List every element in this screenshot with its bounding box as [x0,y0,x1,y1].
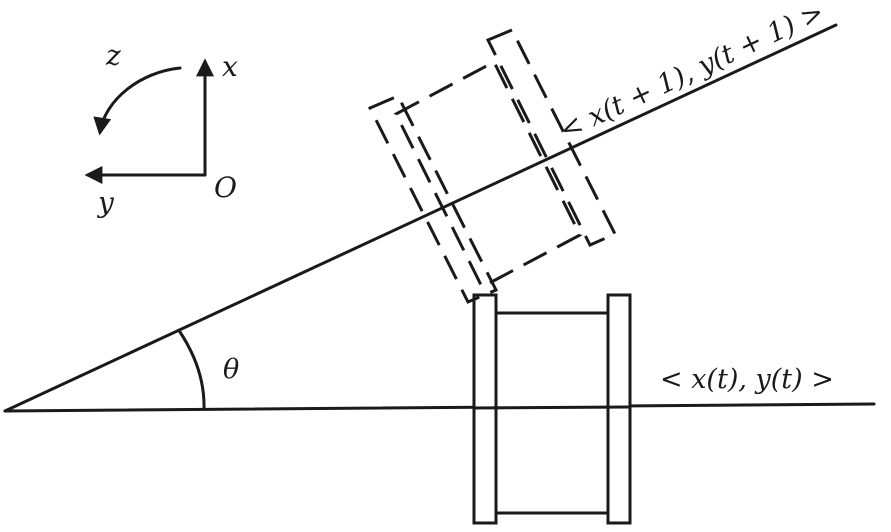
y-axis-label: y [96,186,115,219]
next-heading-line [3,23,838,413]
current-heading-line [3,402,876,413]
robot-current [472,293,632,525]
z-axis-label: z [105,39,121,72]
origin-label: O [214,171,237,204]
coordinate-frame: x y z O [84,39,238,219]
current-position-label: < x(t), y(t) > [660,364,834,395]
z-rotation-arrow [93,66,182,136]
next-position-label: < x(t + 1), y(t + 1) > [555,0,829,146]
angle-label: θ [223,354,239,385]
robot-next [367,28,618,304]
robot-next-body [394,59,582,290]
robot-current-body [487,311,612,515]
robot-next-wheel-right [485,28,618,247]
robot-current-wheel-right [606,293,632,525]
x-axis-label: x [222,50,238,83]
heading-line-overlay [472,405,632,410]
angle-arc [178,330,206,411]
robot-next-wheel-left [367,94,499,304]
